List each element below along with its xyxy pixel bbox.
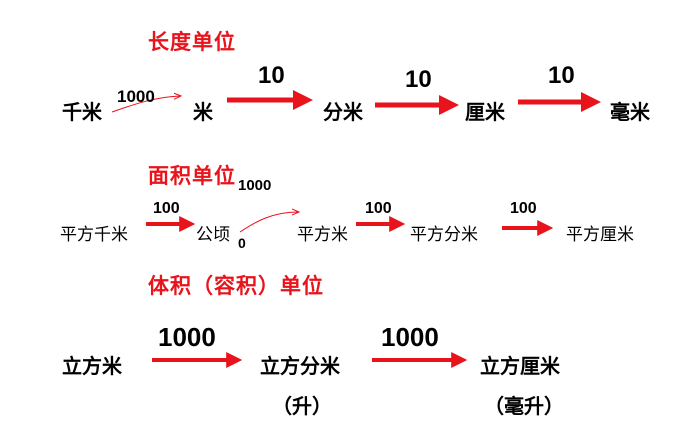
unit-kilometer: 千米 xyxy=(62,100,102,124)
factor-km-m: 1000 xyxy=(117,87,155,106)
unit-cubic-centimeter: 立方厘米 xyxy=(480,354,560,378)
factor-cm-mm: 10 xyxy=(548,62,575,89)
unit-centimeter: 厘米 xyxy=(465,100,505,124)
unit-meter: 米 xyxy=(193,100,213,124)
area-section-title: 面积单位 xyxy=(148,164,236,188)
factor-m2-dm2: 100 xyxy=(365,200,392,217)
factor-m3-dm3: 1000 xyxy=(158,322,216,352)
factor-dm-cm: 10 xyxy=(405,66,432,93)
factor-dm2-cm2: 100 xyxy=(510,200,537,217)
volume-section-title: 体积（容积）单位 xyxy=(148,274,324,298)
unit-square-decimeter: 平方分米 xyxy=(410,225,478,245)
factor-m-dm: 10 xyxy=(258,62,285,89)
unit-cubic-decimeter: 立方分米 xyxy=(260,354,340,378)
factor-ha-m2: 1000 xyxy=(238,177,272,194)
factor-dm3-cm3: 1000 xyxy=(381,322,439,352)
unit-square-kilometer: 平方千米 xyxy=(60,225,128,245)
factor-km2-ha: 100 xyxy=(153,200,180,217)
unit-square-meter: 平方米 xyxy=(297,225,348,245)
unit-square-centimeter: 平方厘米 xyxy=(566,225,634,245)
arrow-ha-to-m2 xyxy=(239,212,298,233)
alias-liter: （升） xyxy=(272,394,332,418)
arrow-km-to-m xyxy=(111,96,180,113)
unit-hectare: 公顷 xyxy=(196,225,230,245)
unit-decimeter: 分米 xyxy=(323,100,363,124)
alias-milliliter: （毫升） xyxy=(484,394,564,418)
factor-tail-zero: 0 xyxy=(238,235,246,251)
unit-cubic-meter: 立方米 xyxy=(62,354,122,378)
unit-millimeter: 毫米 xyxy=(610,100,650,124)
length-section-title: 长度单位 xyxy=(148,30,236,54)
